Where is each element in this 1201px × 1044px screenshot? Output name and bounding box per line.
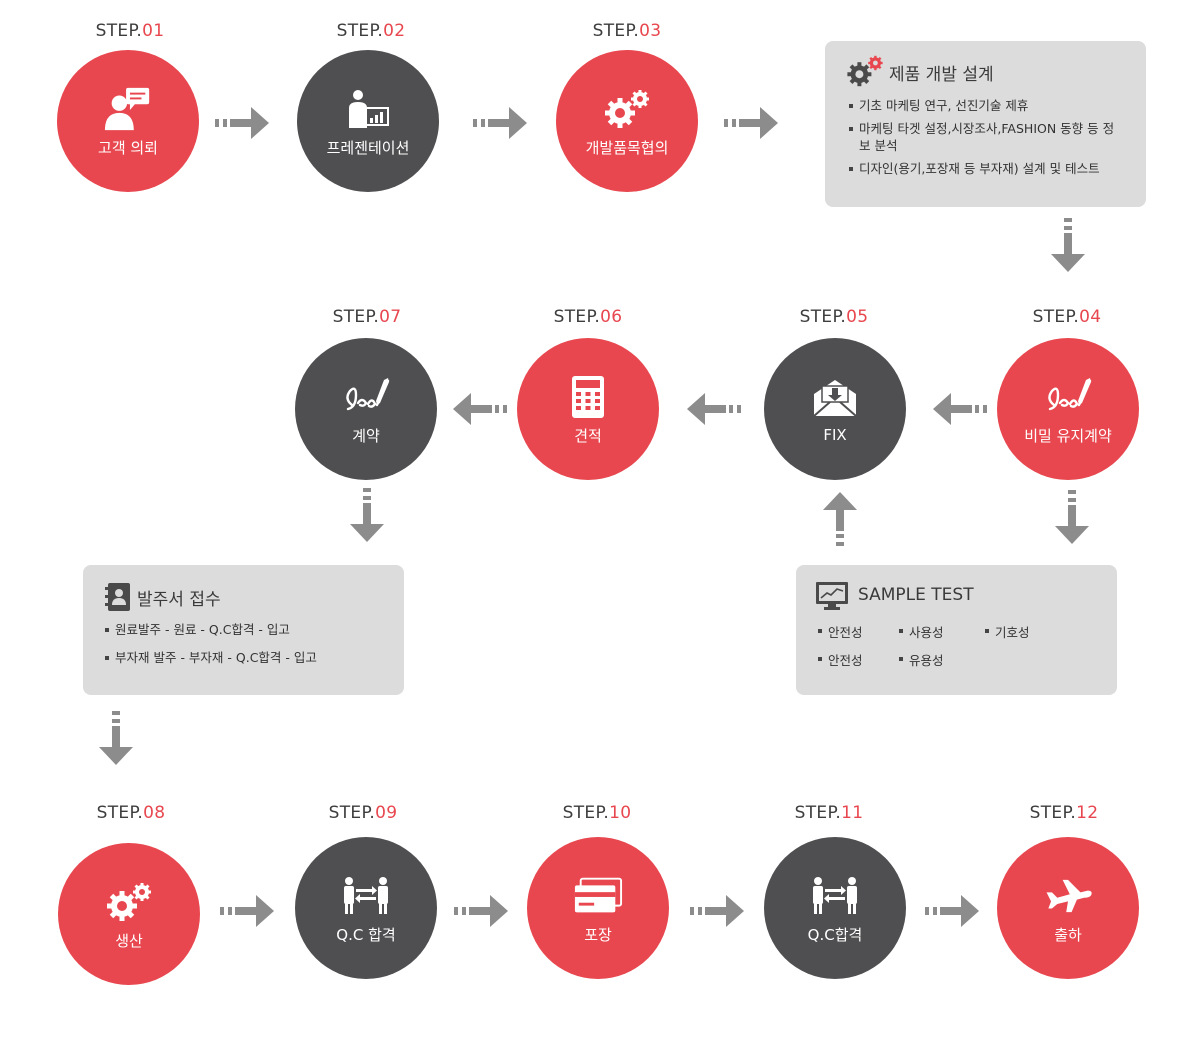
arrow-right-2 <box>473 106 533 140</box>
arrow-up-1 <box>822 486 858 546</box>
arrow-right-7 <box>925 894 985 928</box>
step-08-name: 생산 <box>115 931 143 950</box>
step-06-circle: 견적 <box>517 338 659 480</box>
step-07-label: STEP.07 <box>332 307 402 327</box>
arrow-right-5 <box>454 894 514 928</box>
step-02-circle: 프레젠테이션 <box>297 50 439 192</box>
package-cards-icon <box>573 874 623 918</box>
step-08-circle: 생산 <box>58 843 200 985</box>
presentation-icon <box>343 87 393 131</box>
arrow-left-2 <box>681 392 741 426</box>
step-11-name: Q.C합격 <box>807 925 863 944</box>
design-box-title: 제품 개발 설계 <box>889 65 994 85</box>
sample-test-box: SAMPLE TEST 안전성 사용성 기호성 안전성 유용성 <box>796 565 1117 695</box>
step-10-name: 포장 <box>584 925 612 944</box>
list-item: 부자재 발주 - 부자재 - Q.C합격 - 입고 <box>103 649 393 666</box>
step-02-label: STEP.02 <box>336 21 406 41</box>
step-04-label: STEP.04 <box>1032 307 1102 327</box>
step-01-name: 고객 의뢰 <box>98 138 158 157</box>
order-box-title: 발주서 접수 <box>137 590 221 610</box>
design-box-list: 기초 마케팅 연구, 선진기술 제휴 마케팅 타겟 설정,시장조사,FASHIO… <box>847 97 1137 183</box>
calculator-icon <box>563 375 613 419</box>
step-02-name: 프레젠테이션 <box>326 138 410 157</box>
customer-request-icon <box>103 87 153 131</box>
step-03-name: 개발품목협의 <box>585 138 669 157</box>
step-12-circle: 출하 <box>997 837 1139 979</box>
step-09-label: STEP.09 <box>328 803 398 823</box>
step-07-name: 계약 <box>352 426 380 445</box>
step-05-circle: FIX <box>764 338 906 480</box>
handshake-exchange-icon <box>341 874 391 918</box>
step-04-circle: 비밀 유지계약 <box>997 338 1139 480</box>
step-05-name: FIX <box>823 426 847 444</box>
signature-icon <box>341 375 391 419</box>
arrow-down-1 <box>1050 218 1086 278</box>
arrow-right-4 <box>220 894 280 928</box>
step-10-circle: 포장 <box>527 837 669 979</box>
step-01-circle: 고객 의뢰 <box>57 50 199 192</box>
list-item: 사용성 <box>897 622 944 641</box>
list-item: 원료발주 - 원료 - Q.C합격 - 입고 <box>103 621 393 638</box>
step-11-label: STEP.11 <box>794 803 864 823</box>
list-item: 마케팅 타겟 설정,시장조사,FASHION 동향 등 정보 분석 <box>847 120 1121 154</box>
step-01-label: STEP.01 <box>95 21 165 41</box>
list-item: 디자인(용기,포장재 등 부자재) 설계 및 테스트 <box>847 160 1137 177</box>
step-07-circle: 계약 <box>295 338 437 480</box>
sample-box-title: SAMPLE TEST <box>858 585 974 605</box>
arrow-down-4 <box>98 711 134 771</box>
arrow-right-1 <box>215 106 275 140</box>
arrow-down-3 <box>1054 490 1090 550</box>
mail-download-icon <box>810 376 860 420</box>
step-08-label: STEP.08 <box>96 803 166 823</box>
address-book-icon <box>105 583 130 611</box>
list-item: 기호성 <box>983 622 1030 641</box>
airplane-icon <box>1043 874 1093 918</box>
step-06-name: 견적 <box>574 426 602 445</box>
product-design-box: 제품 개발 설계 기초 마케팅 연구, 선진기술 제휴 마케팅 타겟 설정,시장… <box>825 41 1146 207</box>
gears-icon <box>104 880 154 924</box>
list-item: 안전성 <box>816 650 863 669</box>
arrow-down-2 <box>349 488 385 548</box>
step-09-circle: Q.C 합격 <box>295 837 437 979</box>
gears-dark-icon <box>847 55 883 87</box>
signature-icon <box>1043 375 1093 419</box>
step-05-label: STEP.05 <box>799 307 869 327</box>
gears-icon <box>602 87 652 131</box>
list-item: 기초 마케팅 연구, 선진기술 제휴 <box>847 97 1137 114</box>
step-10-label: STEP.10 <box>562 803 632 823</box>
handshake-exchange-icon <box>810 874 860 918</box>
list-item: 안전성 <box>816 622 863 641</box>
arrow-left-1 <box>447 392 507 426</box>
step-11-circle: Q.C합격 <box>764 837 906 979</box>
order-box-list: 원료발주 - 원료 - Q.C합격 - 입고 부자재 발주 - 부자재 - Q.… <box>103 621 393 672</box>
step-12-name: 출하 <box>1054 925 1082 944</box>
list-item: 유용성 <box>897 650 944 669</box>
step-12-label: STEP.12 <box>1029 803 1099 823</box>
monitor-chart-icon <box>816 582 848 610</box>
arrow-right-6 <box>690 894 750 928</box>
step-03-circle: 개발품목협의 <box>556 50 698 192</box>
step-03-label: STEP.03 <box>592 21 662 41</box>
order-receipt-box: 발주서 접수 원료발주 - 원료 - Q.C합격 - 입고 부자재 발주 - 부… <box>83 565 404 695</box>
arrow-right-3 <box>724 106 784 140</box>
step-06-label: STEP.06 <box>553 307 623 327</box>
step-04-name: 비밀 유지계약 <box>1024 426 1112 445</box>
arrow-left-3 <box>927 392 987 426</box>
step-09-name: Q.C 합격 <box>336 925 396 944</box>
